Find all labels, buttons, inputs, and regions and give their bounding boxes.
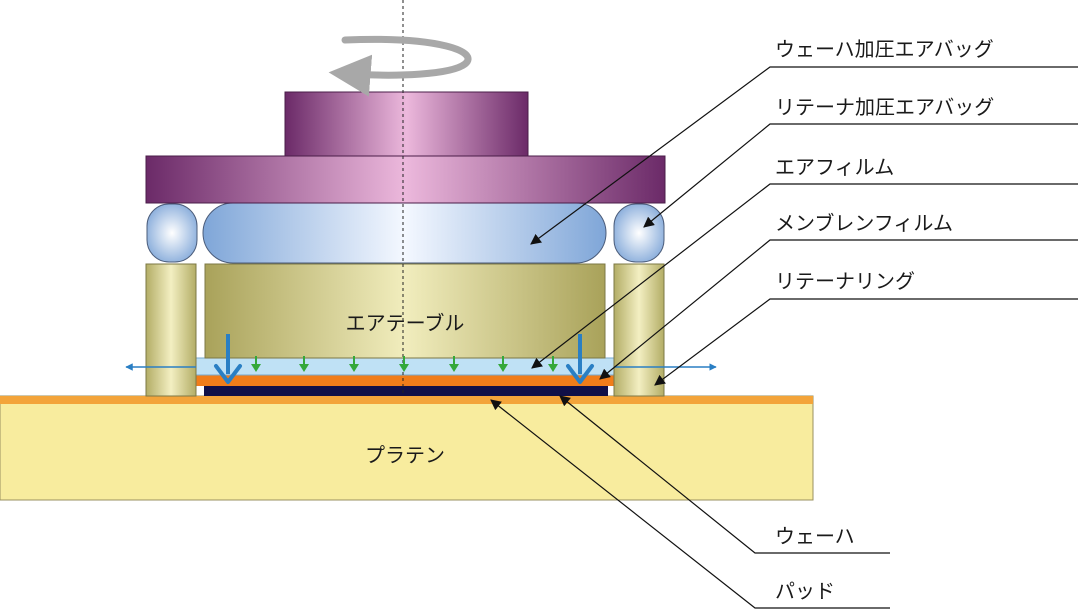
wafer [204,386,608,396]
leader-retainer-airbag [643,123,1078,228]
pressure-arrow-left [214,334,242,384]
label-retainer-ring: リテーナリング [775,269,915,293]
air-arrow [548,356,558,372]
label-air-film: エアフィルム [775,155,894,179]
label-wafer-airbag: ウェーハ加圧エアバッグ [775,37,994,61]
membrane-film [196,375,614,386]
leader-membrane-film [599,239,1078,380]
label-membrane-film: メンブレンフィルム [775,211,953,235]
air-arrow [299,356,309,372]
label-retainer-airbag: リテーナ加圧エアバッグ [775,95,994,119]
head-spindle [284,91,529,157]
retainer-ring-left [145,263,197,397]
rotation-arrow [328,35,472,97]
leader-pad [490,399,890,609]
platen-label: プラテン [365,443,445,467]
leader-lines [490,66,1078,609]
leader-retainer-ring [654,298,1078,386]
head-plate [145,155,666,204]
platen-surface [0,396,813,404]
air-arrow [349,356,359,372]
label-wafer: ウェーハ [775,524,855,548]
air-arrow [399,356,409,372]
retainer-ring-right [613,263,665,397]
platen [0,395,814,501]
air-arrow [251,356,261,372]
leader-air-film [531,183,1078,369]
label-pad: パッド [775,579,835,603]
retainer-airbag-left [146,203,198,263]
pressure-arrow-right [566,334,594,384]
retainer-airbag-right [613,203,665,263]
leader-wafer-airbag [530,66,1078,245]
leader-wafer [559,395,890,554]
air-film-arrows [251,356,558,372]
air-arrow [498,356,508,372]
air-table-label: エアテーブル [346,311,465,335]
air-arrow [449,356,459,372]
